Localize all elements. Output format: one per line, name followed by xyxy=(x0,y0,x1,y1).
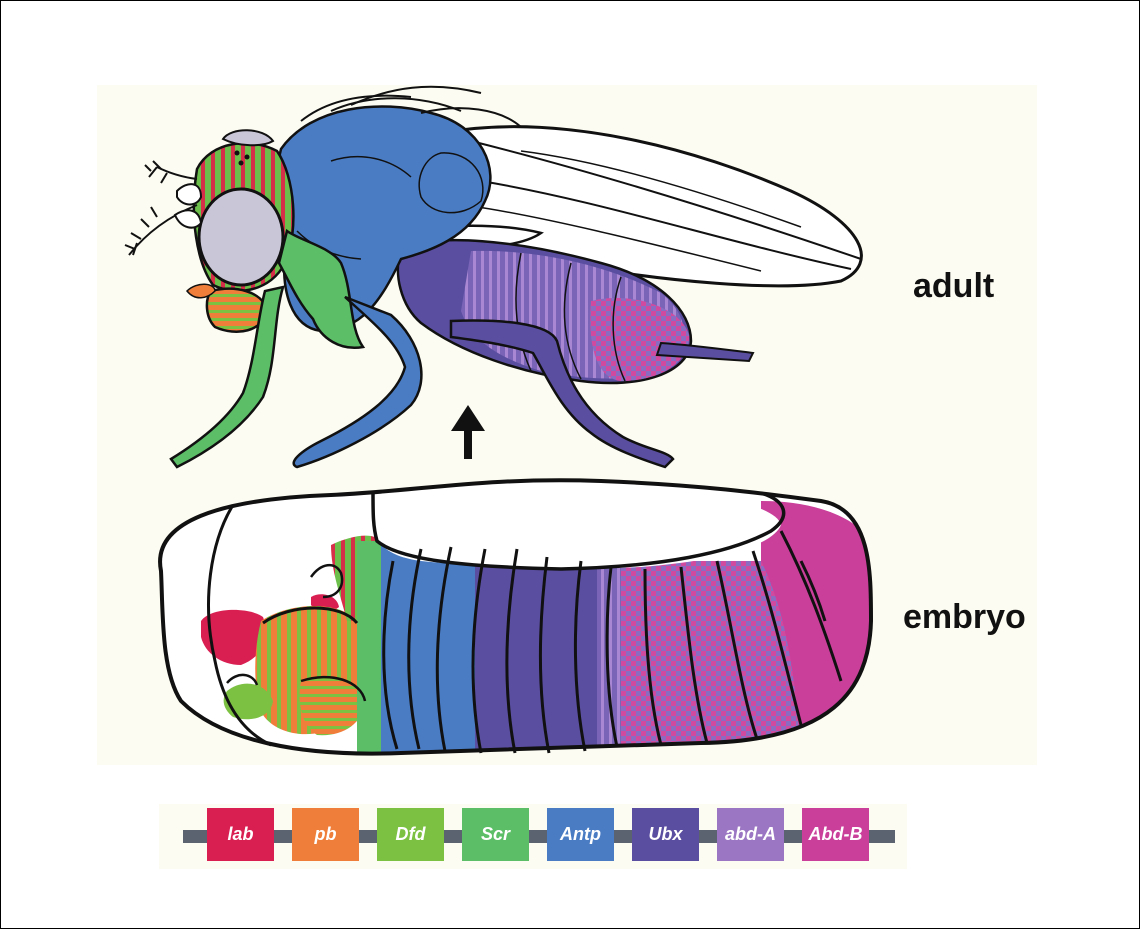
adult-label: adult xyxy=(913,267,994,306)
gene-box-lab: lab xyxy=(207,808,274,861)
gene-box-scr: Scr xyxy=(462,808,529,861)
embryo-label: embryo xyxy=(903,598,1026,637)
gene-box-pb: pb xyxy=(292,808,359,861)
gene-box-dfd: Dfd xyxy=(377,808,444,861)
gene-box-ubx: Ubx xyxy=(632,808,699,861)
gene-box-abd-b: Abd-B xyxy=(802,808,869,861)
chromosome-line xyxy=(183,830,895,843)
arrow-up-icon xyxy=(451,405,485,459)
adult-fly xyxy=(125,87,861,467)
gene-box-antp: Antp xyxy=(547,808,614,861)
embryo xyxy=(151,471,881,771)
gene-box-abd-a: abd-A xyxy=(717,808,784,861)
